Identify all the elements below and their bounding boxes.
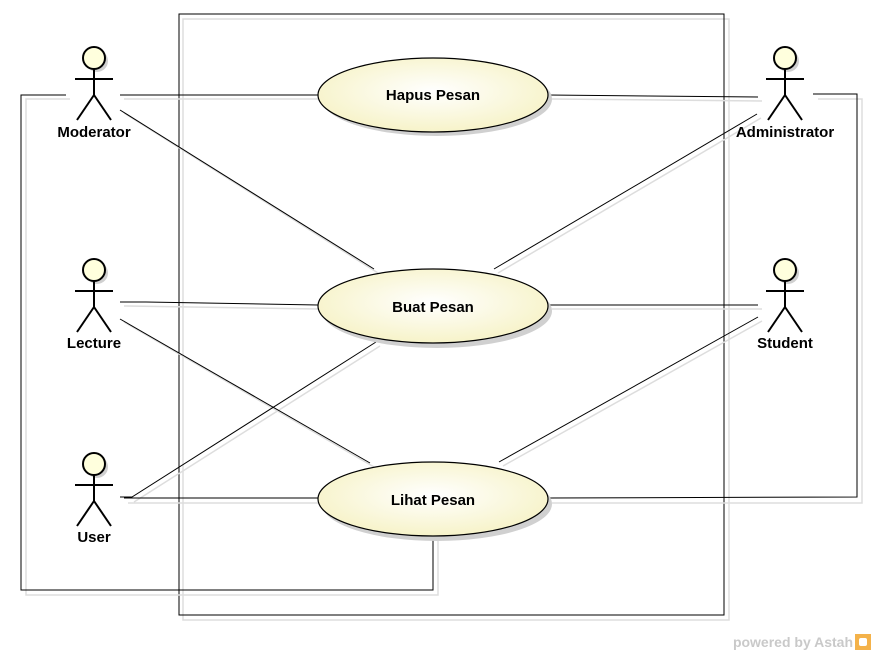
assoc-lecture-lihat-pesan bbox=[119, 318, 371, 464]
actor-label: Administrator bbox=[736, 124, 835, 141]
system-boundary bbox=[178, 13, 725, 616]
use-case-hapus-pesan[interactable]: Hapus Pesan bbox=[317, 57, 552, 136]
actor-administrator[interactable]: Administrator bbox=[736, 46, 835, 141]
assoc-lecture-buat-pesan bbox=[120, 301, 319, 306]
use-case-ellipse bbox=[317, 461, 549, 537]
actor-label: Moderator bbox=[57, 124, 131, 141]
associations bbox=[20, 93, 858, 591]
use-case-ellipse bbox=[317, 57, 549, 133]
actor-label: Lecture bbox=[67, 335, 121, 352]
powered-by-footer: powered by Astah bbox=[733, 634, 871, 650]
use-case-label: Hapus Pesan bbox=[386, 87, 480, 104]
assoc-administrator-buat-pesan bbox=[493, 113, 758, 270]
use-case-lihat-pesan[interactable]: Lihat Pesan bbox=[317, 461, 552, 541]
actor-moderator[interactable]: Moderator bbox=[57, 46, 131, 141]
assoc-user-buat-pesan bbox=[120, 341, 377, 498]
stick-figure-icon bbox=[75, 258, 113, 333]
assoc-administrator-hapus-pesan bbox=[547, 94, 759, 98]
stick-figure-icon bbox=[75, 452, 113, 527]
actor-lecture[interactable]: Lecture bbox=[67, 258, 121, 352]
use-case-ellipse bbox=[317, 268, 549, 344]
association-shadows bbox=[25, 98, 863, 596]
assoc-moderator-buat-pesan bbox=[119, 109, 375, 270]
assoc-student-lihat-pesan bbox=[498, 316, 759, 463]
powered-by-text: powered by Astah bbox=[732, 634, 853, 650]
actor-student[interactable]: Student bbox=[757, 258, 813, 352]
system-boundary-shadow bbox=[182, 18, 730, 621]
assoc-administrator-lihat-pesan bbox=[547, 93, 858, 499]
use-case-label: Buat Pesan bbox=[392, 299, 474, 316]
astah-logo-icon bbox=[855, 634, 871, 650]
actor-label: Student bbox=[757, 335, 813, 352]
actor-label: User bbox=[77, 529, 111, 546]
assoc-moderator-lihat-pesan bbox=[20, 94, 434, 591]
use-case-buat-pesan[interactable]: Buat Pesan bbox=[317, 268, 552, 348]
stick-figure-icon bbox=[766, 46, 804, 121]
stick-figure-icon bbox=[766, 258, 804, 333]
use-case-label: Lihat Pesan bbox=[391, 492, 475, 509]
stick-figure-icon bbox=[75, 46, 113, 121]
actor-user[interactable]: User bbox=[75, 452, 113, 546]
